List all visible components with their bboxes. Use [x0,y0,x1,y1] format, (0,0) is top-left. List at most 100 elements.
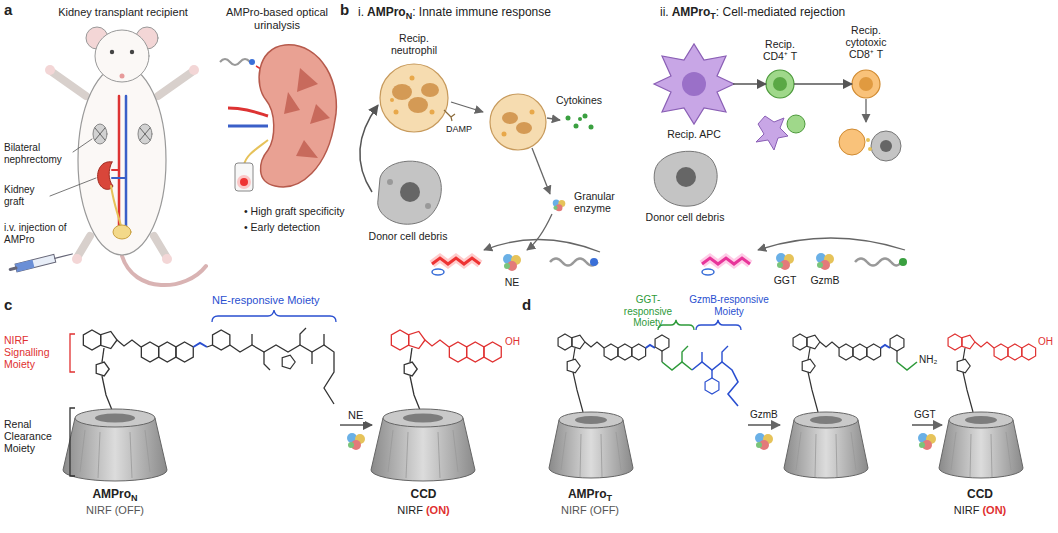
mouse-illustration-part [113,225,131,239]
ampro-n-structure-part [70,408,75,476]
ccd-structure [939,334,1036,478]
innate-response-illustration-part [432,258,480,264]
innate-response-illustration-part [578,117,582,121]
ampro-n-structure-part [193,343,207,347]
callout-label: Bilateral nephrectomy [4,142,62,165]
innate-response-illustration-part [408,97,428,113]
label-box: Bilateral nephrectomy [4,142,70,165]
moiety-label: GGT-responsive Moiety [624,294,672,328]
innate-response-illustration-part [451,102,483,112]
node-label: Cytokines [556,94,602,106]
innate-response-illustration-part [583,114,588,119]
mouse-illustration-part [158,72,192,96]
text-line: CCD [930,488,1030,502]
cell-mediated-rejection-illustration-part [816,253,834,270]
ccd-structure-part [939,348,1023,478]
innate-response-illustration-part [553,199,566,211]
innate-response-illustration-part [547,118,560,120]
cell: Recip. APC [655,45,733,123]
text-line: Cytokines [549,94,609,106]
label-box: • High graft specificity [244,205,345,217]
cell-mediated-rejection-illustration-part [773,77,787,91]
innate-response-illustration-part [502,112,518,124]
cell-mediated-rejection-illustration-part [866,138,870,142]
cell-mediated-rejection-illustration-part [880,140,892,152]
cytokine-cluster: Cytokines [562,110,596,132]
mouse-illustration-part-part [10,268,16,269]
ampro-n-structure-part [282,355,295,369]
panel-title: Kidney transplant recipient [58,6,188,18]
cell: Recip. neutrophil [378,62,450,134]
cell-mediated-rejection-illustration-part [852,70,880,98]
label-box: DAMP [446,124,472,134]
ampro-t-structure-part [558,334,646,360]
label-box: b [340,1,349,18]
innate-response-illustration-part [490,94,546,150]
node-label: Recip. APC [667,128,721,140]
node-label: CCD [967,487,993,501]
ampro-n-structure [63,310,365,481]
callout-label: Kidney graft [4,184,35,207]
text-line: GGT [765,274,805,286]
ampro-t-structure-part [748,424,780,426]
ampro-t-structure-part [658,320,694,330]
cell-mediated-rejection-illustration-part [766,70,794,98]
arrow-connector [360,105,378,192]
moiety-label: NE-responsive Moiety [212,294,320,306]
cell-mediated-rejection-illustration-part [682,72,706,96]
edge-label-box: NE [346,409,365,422]
enzyme: Granular enzyme [548,196,570,214]
mouse-illustration-part-part [55,254,72,258]
ampro-n-structure-part [213,330,230,350]
innate-response-illustration-part [530,110,535,115]
ccd-structure-part [371,348,475,481]
text-line: NIRF(ON) [351,504,496,517]
molecule: AMProTNIRF (OFF) [540,318,745,525]
kidney-illustration [220,45,336,191]
node-label: Recip. neutrophil [391,32,437,56]
cell-mediated-rejection-illustration-part [859,77,873,91]
kidney-illustration-part [259,45,336,187]
innate-response-illustration-part [432,258,480,264]
mouse-illustration-part [95,128,150,140]
innate-response-illustration-part [503,254,521,271]
mouse-illustration-part [154,236,166,256]
label-box: c [4,296,12,313]
mouse-illustration-part [72,254,82,264]
ccd-structure-part [948,334,1036,360]
innate-response-illustration-part [410,76,415,81]
mouse-illustration-part [110,50,114,54]
innate-response-illustration-part [502,132,507,137]
text-line: Donor cell debris [642,211,728,223]
node-label: NIRF [397,504,423,516]
node-label: Recip. CD4⁺ T [763,38,797,62]
node-label: GzmB [810,274,839,286]
text-line: Donor cell debris [358,230,458,242]
label-box: GzmB [750,409,778,421]
innate-response-illustration-part [394,110,399,115]
kidney-illustration-part [235,163,253,191]
cell-mediated-rejection-illustration-part [855,259,901,266]
text-line: NE [492,276,532,288]
node-label: NIRF [954,504,980,516]
ampro-t-structure-part [692,362,738,406]
label-box: a [4,1,12,18]
edge-label: NE [348,409,363,421]
ampro-t-structure-part [646,335,669,351]
heading-text: AMPro [367,5,406,19]
cell-mediated-rejection-illustration-part [676,167,696,187]
atom-label: NH₂ [919,354,937,365]
intermediate-structure-part [784,348,868,478]
kidney-illustration-part [228,108,268,116]
cell-mediated-rejection-illustration-part [899,258,907,266]
text-line: AMProN [60,488,170,503]
mouse-illustration-part [78,236,90,256]
text-line: Recip. APC [655,128,733,140]
enzyme: GGT [770,250,800,272]
node-label: Donor cell debris [369,230,448,242]
kidney-illustration-part [284,68,330,158]
cell-mediated-rejection-illustration-part [702,269,714,275]
panel-title: AMPro-based optical urinalysis [226,6,328,31]
innate-response-illustration-part [589,125,594,130]
cell-mediated-rejection-illustration-part [871,131,901,161]
